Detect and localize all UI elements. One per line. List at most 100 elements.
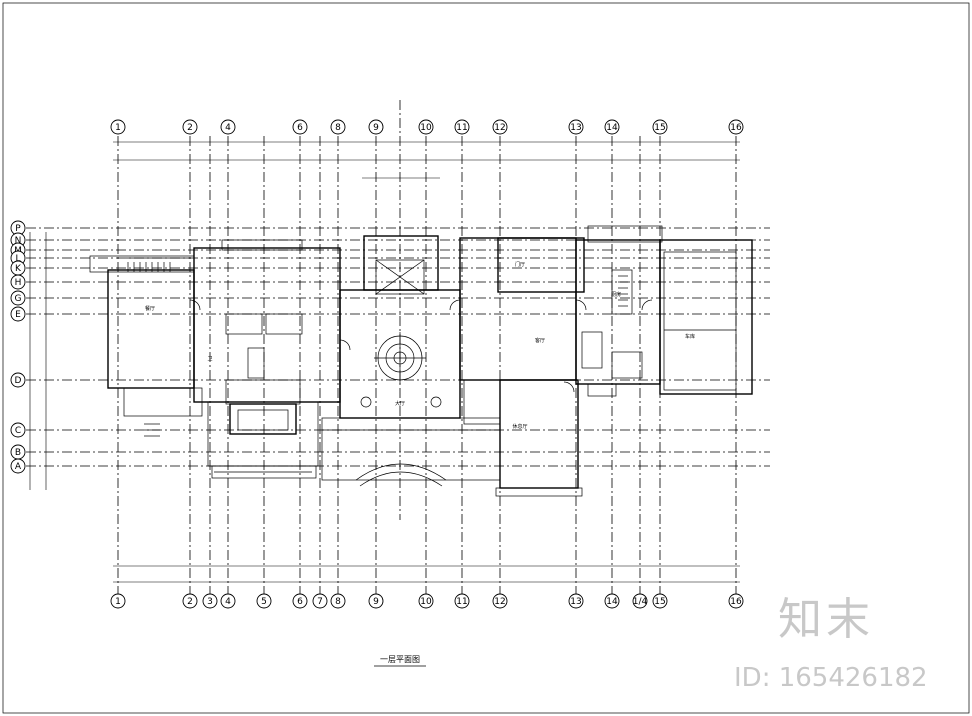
row-axis-bubble: K bbox=[10, 260, 26, 276]
axis-bubble-circle bbox=[330, 119, 346, 135]
axis-bubble-circle bbox=[10, 274, 26, 290]
axis-bubble-label: 12 bbox=[494, 123, 505, 133]
top-axis-bubble: 2 bbox=[182, 119, 198, 135]
axis-bubble-circle bbox=[652, 593, 668, 609]
bottom-axis-bubble: 13 bbox=[568, 593, 584, 609]
axis-bubble-circle bbox=[368, 119, 384, 135]
axis-bubble-label: 15 bbox=[654, 123, 665, 133]
axis-bubble-circle bbox=[368, 593, 384, 609]
axis-bubble-circle bbox=[632, 593, 648, 609]
axis-bubble-label: 14 bbox=[606, 123, 618, 133]
bottom-axis-bubble: 5 bbox=[256, 593, 272, 609]
bottom-axis-bubble: 12 bbox=[492, 593, 508, 609]
axis-bubble-circle bbox=[292, 593, 308, 609]
room-label: 厨房 bbox=[611, 291, 621, 298]
axis-bubble-label: 15 bbox=[654, 597, 665, 607]
axis-bubble-label: L bbox=[15, 254, 20, 264]
bottom-axis-bubble: 4 bbox=[220, 593, 236, 609]
axis-bubble-circle bbox=[492, 593, 508, 609]
axis-bubble-circle bbox=[110, 593, 126, 609]
row-axis-bubble: G bbox=[10, 290, 26, 306]
bottom-axis-bubble: 10 bbox=[418, 593, 434, 609]
axis-bubble-circle bbox=[10, 306, 26, 322]
axis-bubble-label: 16 bbox=[730, 597, 742, 607]
axis-bubble-circle bbox=[220, 593, 236, 609]
bottom-axis-bubble: 6 bbox=[292, 593, 308, 609]
axis-bubble-label: 1 bbox=[115, 597, 121, 607]
drawing-title: 一层平面图 bbox=[380, 655, 420, 664]
top-axis-bubble: 15 bbox=[652, 119, 668, 135]
room-label: 车库 bbox=[685, 333, 695, 340]
axis-bubble-circle bbox=[568, 119, 584, 135]
axis-bubble-label: 10 bbox=[420, 597, 432, 607]
vertical-axis-lines bbox=[117, 136, 737, 594]
row-axis-bubble: B bbox=[10, 444, 26, 460]
axis-bubble-circle bbox=[568, 593, 584, 609]
axis-bubble-label: 5 bbox=[261, 597, 267, 607]
axis-bubble-circle bbox=[110, 119, 126, 135]
axis-bubble-circle bbox=[312, 593, 328, 609]
bottom-axis-bubble: 2 bbox=[182, 593, 198, 609]
top-axis-bubble: 11 bbox=[454, 119, 470, 135]
axis-bubble-label: 10 bbox=[420, 123, 432, 133]
top-axis-bubble: 9 bbox=[368, 119, 384, 135]
axis-bubble-circle bbox=[604, 119, 620, 135]
axis-bubble-circle bbox=[492, 119, 508, 135]
axis-bubble-label: G bbox=[15, 294, 22, 304]
axis-bubble-label: 3 bbox=[207, 597, 213, 607]
axis-bubble-label: 11 bbox=[456, 123, 467, 133]
bottom-axis-bubble: 11 bbox=[454, 593, 470, 609]
row-axis-bubble: A bbox=[10, 458, 26, 474]
axis-bubble-circle bbox=[182, 119, 198, 135]
axis-bubble-circle bbox=[418, 593, 434, 609]
axis-bubble-label: 4 bbox=[225, 123, 231, 133]
axis-bubble-circle bbox=[256, 593, 272, 609]
watermark-id: ID: 165426182 bbox=[734, 663, 928, 693]
axis-bubble-label: C bbox=[15, 426, 21, 436]
bottom-axis-bubble: 3 bbox=[202, 593, 218, 609]
room-label: 客厅 bbox=[535, 337, 545, 344]
bottom-axis-bubble: 8 bbox=[330, 593, 346, 609]
top-axis-bubble: 1 bbox=[110, 119, 126, 135]
axis-bubble-label: N bbox=[15, 236, 22, 246]
bottom-axis-bubble: 7 bbox=[312, 593, 328, 609]
room-label: 卫 bbox=[207, 356, 212, 362]
room-label: 餐厅 bbox=[145, 305, 155, 312]
axis-bubble-label: 1/4 bbox=[633, 597, 648, 607]
axis-bubble-label: B bbox=[15, 448, 21, 458]
axis-bubble-label: 8 bbox=[335, 123, 341, 133]
bottom-axis-bubble: 1/4 bbox=[632, 593, 648, 609]
bottom-axis-bubble: 1 bbox=[110, 593, 126, 609]
axis-bubble-circle bbox=[418, 119, 434, 135]
bottom-axis-bubble: 16 bbox=[728, 593, 744, 609]
axis-bubble-label: 9 bbox=[373, 597, 379, 607]
axis-bubble-label: 8 bbox=[335, 597, 341, 607]
axis-bubble-circle bbox=[330, 593, 346, 609]
axis-bubble-circle bbox=[454, 119, 470, 135]
row-axis-bubble: H bbox=[10, 274, 26, 290]
axis-bubble-label: 16 bbox=[730, 123, 742, 133]
axis-bubble-label: 11 bbox=[456, 597, 467, 607]
axis-bubble-circle bbox=[728, 119, 744, 135]
axis-bubble-label: 14 bbox=[606, 597, 618, 607]
bottom-axis-bubble: 9 bbox=[368, 593, 384, 609]
axis-bubble-label: P bbox=[15, 224, 21, 234]
axis-bubble-label: 12 bbox=[494, 597, 505, 607]
watermark-logo: 知末 bbox=[778, 594, 874, 645]
top-axis-bubble: 4 bbox=[220, 119, 236, 135]
axis-bubble-label: D bbox=[15, 376, 22, 386]
top-axis-bubble: 12 bbox=[492, 119, 508, 135]
top-axis-bubble: 13 bbox=[568, 119, 584, 135]
axis-bubble-label: K bbox=[15, 264, 22, 274]
top-axis-bubble: 14 bbox=[604, 119, 620, 135]
axis-bubble-label: 6 bbox=[297, 597, 303, 607]
axis-bubble-circle bbox=[10, 458, 26, 474]
axis-bubble-label: 4 bbox=[225, 597, 231, 607]
axis-bubble-label: E bbox=[15, 310, 21, 320]
axis-bubble-label: 1 bbox=[115, 123, 121, 133]
axis-bubble-label: 2 bbox=[187, 123, 193, 133]
axis-bubble-circle bbox=[220, 119, 236, 135]
axis-bubble-label: 6 bbox=[297, 123, 303, 133]
